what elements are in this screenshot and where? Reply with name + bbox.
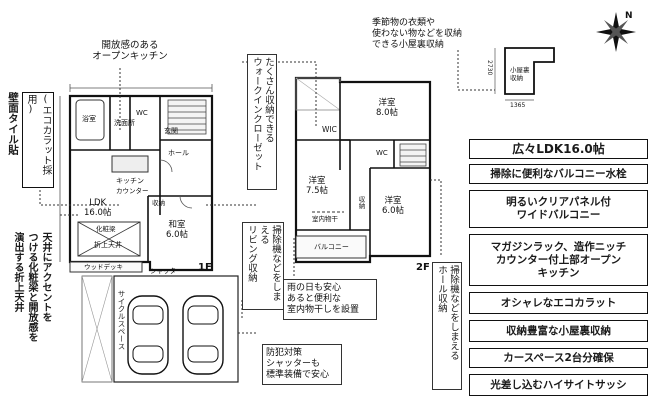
svg-text:N: N — [625, 11, 633, 21]
callout-hall-storage: 掃除機などをしまえる ホール収納 — [432, 262, 462, 390]
floor1-label: 1F — [198, 262, 212, 273]
room-ldk: LDK 16.0帖 — [84, 198, 112, 218]
room-wic: WIC — [322, 125, 337, 134]
callout-tile-wall: 壁面タイル貼 — [7, 92, 19, 155]
compass-icon: N — [596, 11, 636, 52]
attic-plan — [494, 47, 555, 101]
callout-ecocarat: (エコカラット採用) — [22, 92, 54, 188]
car-1 — [127, 295, 169, 375]
room-japanese: 和室 6.0帖 — [166, 220, 189, 240]
callout-shutter: 防犯対策 シャッターも 標準装備で安心 — [262, 344, 342, 385]
callout-walkin: たくさん収納できる ウォークインクローゼット — [247, 54, 277, 190]
feature-kitchen: マガジンラック、造作ニッチ カウンター付上部オープン キッチン — [469, 234, 648, 286]
room-bath: 浴室 — [82, 115, 96, 123]
attic-dim-width: 1365 — [510, 102, 526, 109]
feature-attic-storage: 収納豊富な小屋裏収納 — [469, 320, 648, 342]
floor1-plan — [59, 84, 214, 273]
feature-high-sash: 光差し込むハイサイトサッシ — [469, 374, 648, 396]
attic-label: 小屋裏 収納 — [510, 66, 530, 82]
room-balcony: バルコニー — [314, 243, 349, 251]
room-wood-deck: ウッドデッキ — [84, 263, 123, 271]
room-beam: 化粧梁 — [96, 225, 116, 233]
feature-ldk: 広々LDK16.0帖 — [469, 139, 648, 159]
room-washroom: 洗面所 — [114, 119, 135, 127]
feature-wide-balcony: 明るいクリアパネル付 ワイドバルコニー — [469, 190, 648, 228]
room-closet-2f: 収納 — [357, 196, 365, 209]
feature-balcony-faucet: 掃除に便利なバルコニー水栓 — [469, 164, 648, 184]
room-western-3: 洋室 6.0帖 — [382, 196, 405, 216]
room-shutter: シャッター — [150, 267, 183, 275]
floor2-plan — [294, 76, 432, 264]
attic-dim-height: 2730 — [486, 60, 493, 76]
callout-living-storage: 掃除機などをしまえる リビング収納 — [242, 222, 284, 310]
callout-open-kitchen: 開放感のある オープンキッチン — [92, 40, 168, 62]
feature-ecocarat: オシャレなエコカラット — [469, 292, 648, 314]
room-ceiling-mark: 折上天井 — [94, 241, 122, 249]
callout-attic: 季節物の衣類や 使わない物などを収納 できる小屋裏収納 — [372, 18, 463, 50]
room-cycle-space: サイクルスペース — [117, 290, 126, 350]
room-counter: カウンター — [116, 187, 149, 195]
feature-car-space: カースペース2台分確保 — [469, 348, 648, 368]
callout-rainy: 雨の日も安心 あると便利な 室内物干しを設置 — [283, 279, 377, 320]
room-western-2: 洋室 7.5帖 — [306, 176, 329, 196]
car-space — [81, 275, 239, 383]
room-wc-1f: WC — [136, 109, 148, 117]
room-western-1: 洋室 8.0帖 — [376, 98, 399, 118]
room-kitchen: キッチン — [116, 177, 144, 185]
room-wc-2f: WC — [376, 149, 388, 157]
floor2-label: 2F — [416, 262, 430, 273]
room-entrance: 玄関 — [164, 127, 178, 135]
room-drying: 室内物干 — [312, 215, 338, 223]
car-2 — [182, 295, 224, 375]
callout-ceiling: 天井にアクセントを つける化粧梁と開放感を 演出する折上天井 — [12, 232, 51, 342]
room-hall-1f: ホール — [168, 149, 189, 157]
room-closet-1f: 収納 — [152, 199, 165, 207]
